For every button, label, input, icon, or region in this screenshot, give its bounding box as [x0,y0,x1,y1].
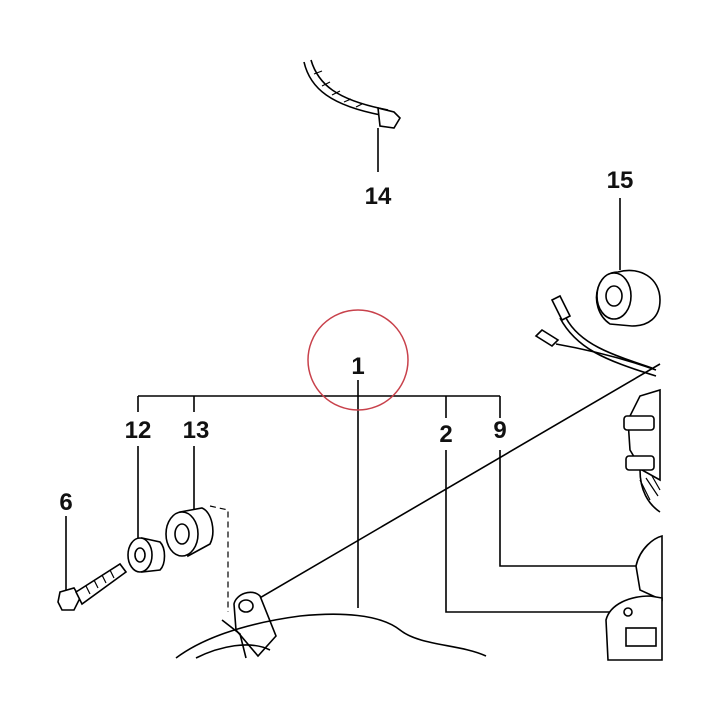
label-part-13: 13 [183,417,210,444]
label-part-1: 1 [351,353,364,380]
label-part-15: 15 [607,167,634,194]
label-part-6: 6 [59,489,72,516]
label-part-14: 14 [365,183,392,210]
main-housing-part [175,591,487,659]
grommet-part [595,198,661,327]
cable-tie-part [303,59,402,172]
wiring-harness-part [534,294,661,513]
highlight-circle [307,309,409,411]
rubber-mount-part [165,507,214,558]
label-part-9: 9 [493,417,506,444]
leader-lines [65,363,661,613]
bushing-part [127,537,166,573]
label-part-12: 12 [125,417,152,444]
bolt-part [57,562,128,611]
label-part-2: 2 [439,421,452,448]
flange-part [605,534,663,661]
